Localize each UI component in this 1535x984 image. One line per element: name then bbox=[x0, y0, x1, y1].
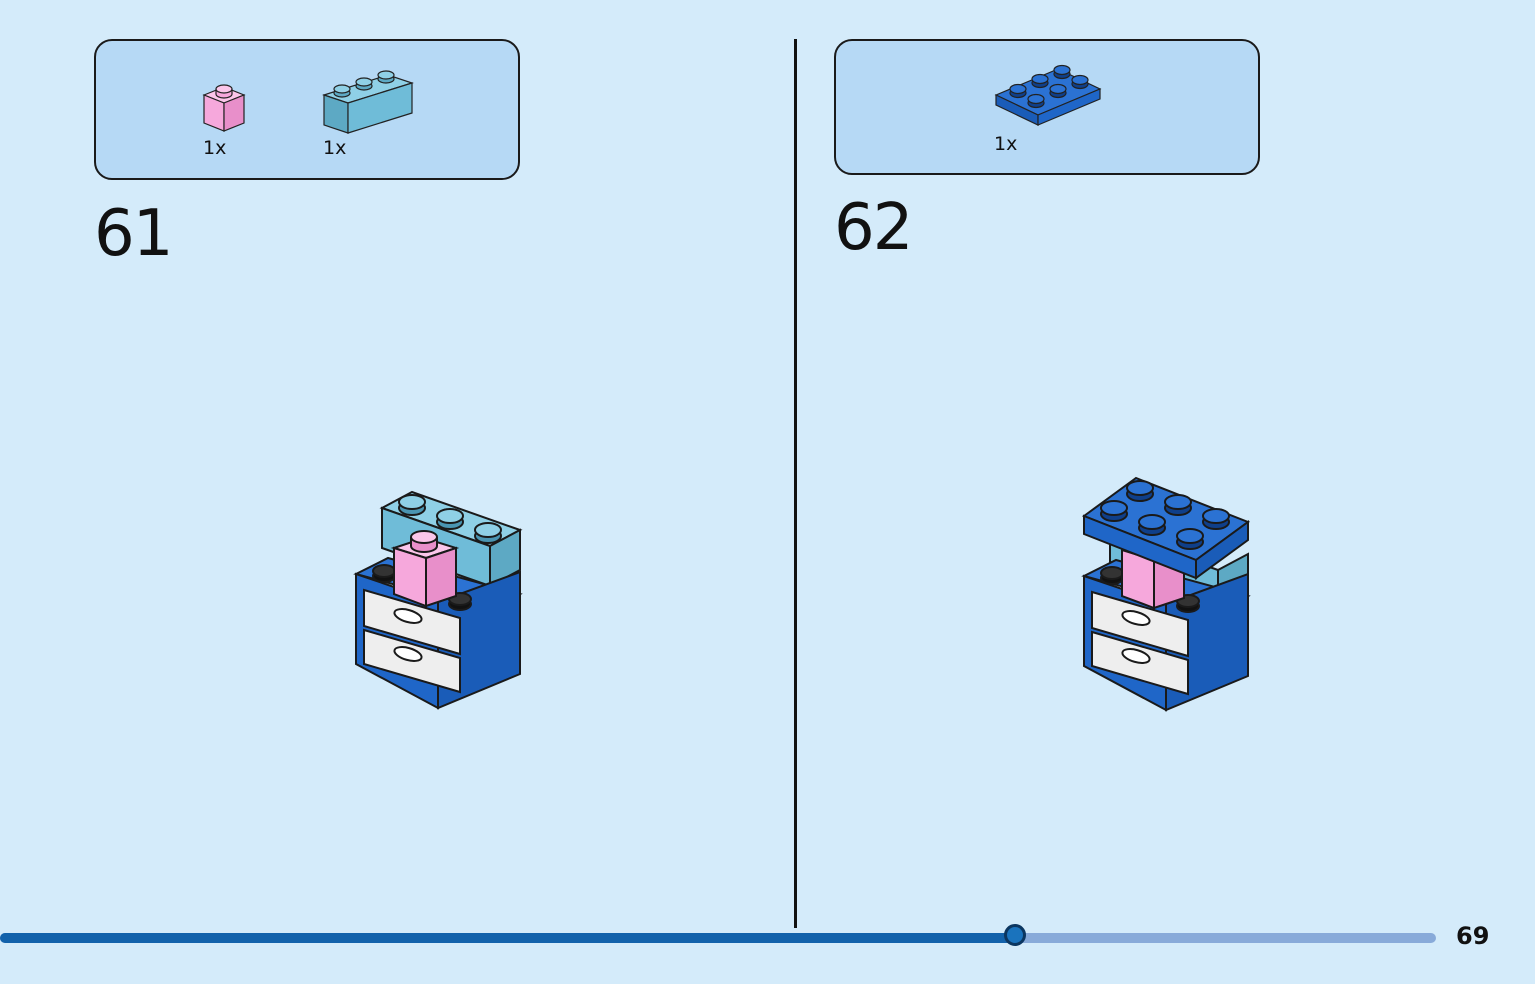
part-quantity: 1x bbox=[203, 137, 227, 159]
step-62-model-illustration bbox=[1081, 476, 1251, 712]
azure-1x4-brick-icon bbox=[322, 70, 414, 134]
part-quantity: 1x bbox=[323, 137, 347, 159]
parts-callout-step-61: 1x 1x bbox=[94, 39, 520, 180]
page-number: 69 bbox=[1456, 922, 1490, 950]
page-progress-bar[interactable] bbox=[0, 924, 1436, 946]
step-number: 62 bbox=[834, 191, 913, 265]
parts-callout-step-62: 1x bbox=[834, 39, 1260, 175]
blue-2x3-plate-icon bbox=[994, 64, 1102, 126]
step-number: 61 bbox=[94, 197, 173, 271]
part-quantity: 1x bbox=[994, 133, 1018, 155]
pink-1x1-brick-icon bbox=[202, 84, 246, 132]
progress-fill bbox=[0, 933, 1015, 943]
step-divider bbox=[794, 39, 797, 928]
progress-handle[interactable] bbox=[1004, 924, 1026, 946]
step-61-model-illustration bbox=[353, 490, 523, 710]
